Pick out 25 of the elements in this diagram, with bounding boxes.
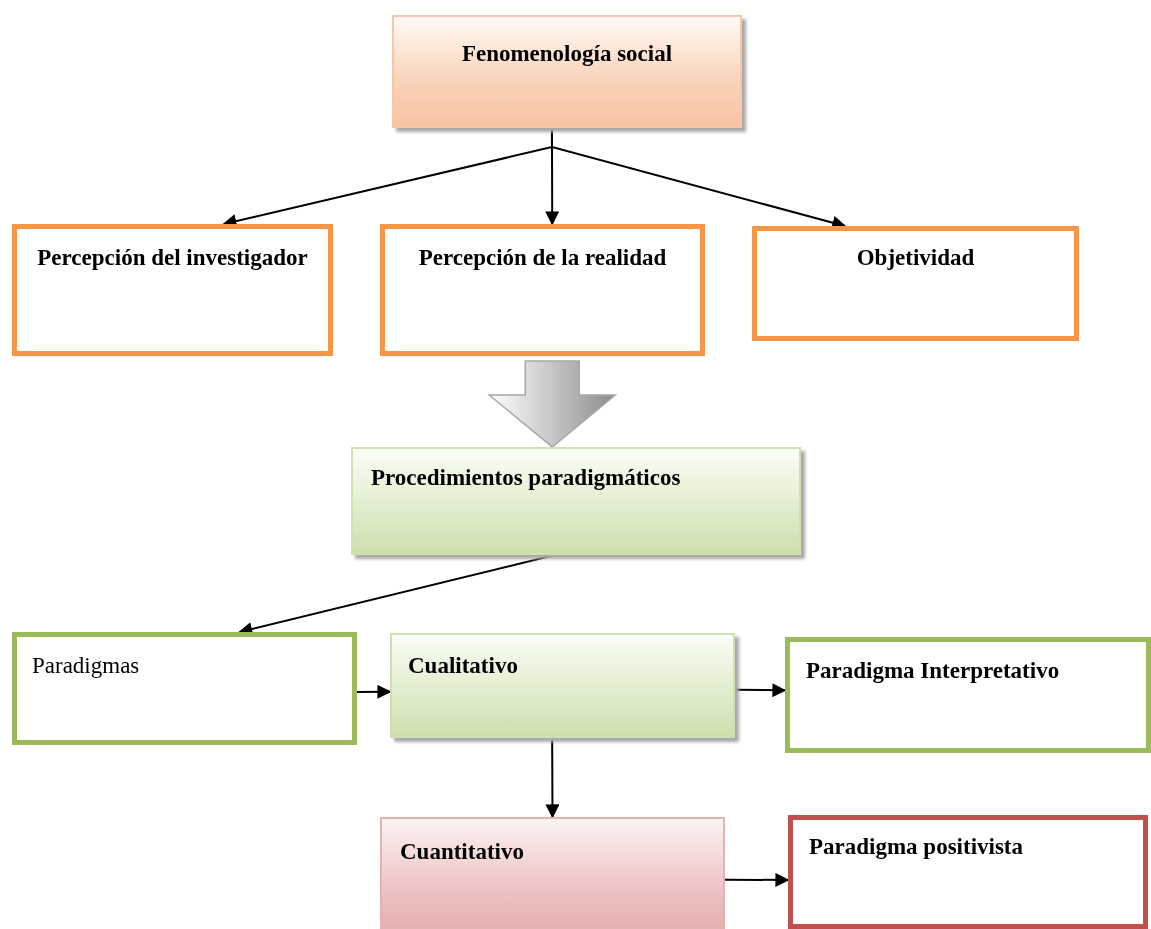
process-box [351,447,801,555]
box-label: Percepción de la realidad [417,244,668,272]
block-arrow [487,360,618,448]
arrow [356,684,392,699]
box-label: Paradigmas [32,652,141,680]
box-label: Objetividad [855,244,976,272]
process-box [380,817,725,929]
arrow [734,683,787,698]
process-box [752,226,1079,341]
box-label: Paradigma positivista [809,833,1025,861]
process-box [12,224,333,356]
box-label: Procedimientos paradigmáticos [371,464,682,492]
box-label: Cuantitativo [400,838,525,866]
process-box [392,15,742,128]
process-box [390,633,735,738]
process-box [785,637,1151,753]
process-box [380,224,705,356]
box-label: Cualitativo [408,652,519,680]
process-box [12,632,357,745]
arrow [724,872,790,887]
box-label: Paradigma Interpretativo [806,657,1061,685]
process-box [788,815,1148,929]
arrow [545,737,560,819]
box-label: Percepción del investigador [36,244,309,272]
box-label: Fenomenología social [460,40,674,68]
